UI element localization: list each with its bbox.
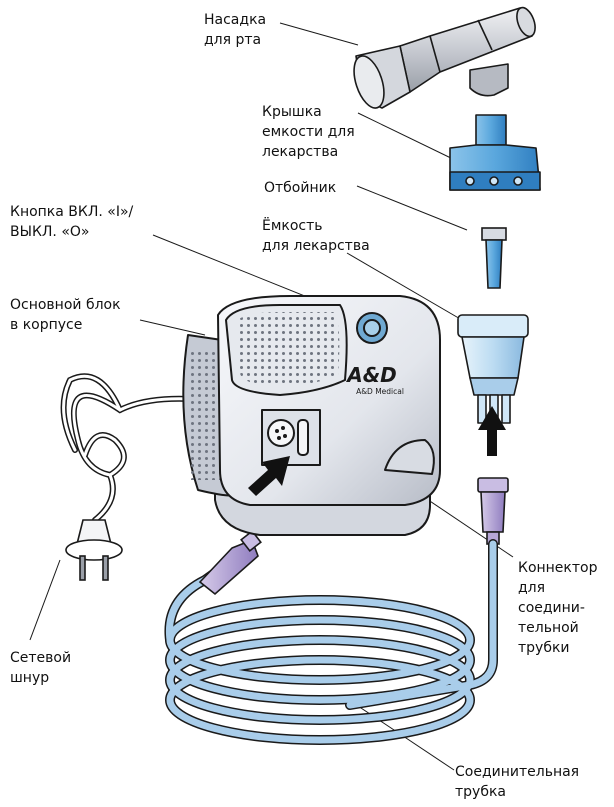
baffle-part — [482, 228, 506, 288]
main-unit — [183, 296, 440, 535]
brand-name: A&D Medical — [356, 387, 404, 396]
label-tube-connector: Коннектор для соедини- тельной трубки — [518, 558, 598, 658]
label-power-cord: Сетевой шнур — [10, 648, 71, 688]
leader-power-cord — [30, 560, 60, 640]
tube-end-unit-side — [200, 531, 261, 594]
label-main-unit: Основной блок в корпусе — [10, 295, 121, 335]
leader-cap — [358, 113, 455, 160]
tube-end-cup-side — [478, 478, 508, 544]
leader-main-unit — [140, 320, 205, 335]
leader-mouthpiece — [280, 23, 358, 45]
label-baffle: Отбойник — [264, 178, 336, 198]
label-cup: Ёмкость для лекарства — [262, 216, 370, 256]
leader-baffle — [357, 186, 467, 230]
brand-logo: A&D — [345, 363, 397, 387]
label-mouthpiece: Насадка для рта — [204, 10, 266, 50]
label-tube: Соединительная трубка — [455, 762, 579, 802]
label-power-button: Кнопка ВКЛ. «I»/ ВЫКЛ. «О» — [10, 202, 133, 242]
mouthpiece-part — [348, 5, 538, 112]
power-plug — [66, 520, 122, 580]
label-cap: Крышка емкости для лекарства — [262, 102, 355, 162]
cap-part — [450, 115, 540, 190]
